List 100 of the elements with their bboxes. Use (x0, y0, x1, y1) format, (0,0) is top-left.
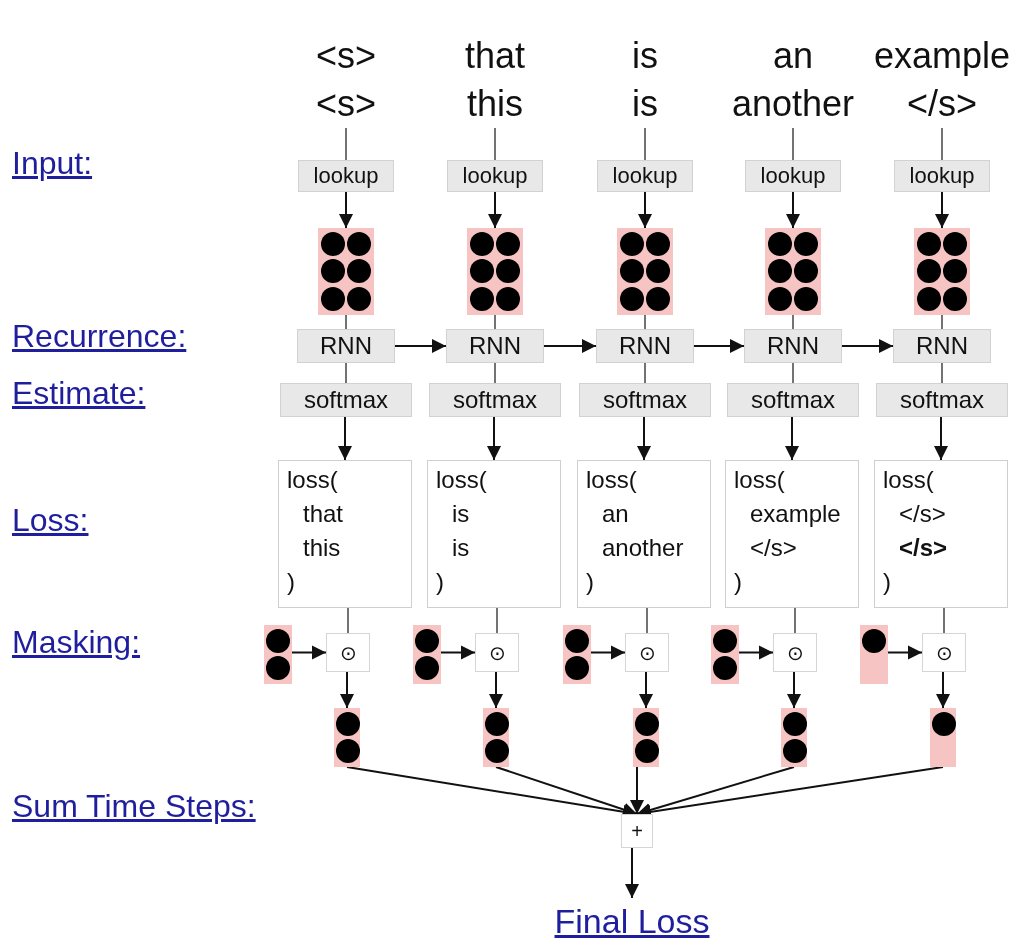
arrow (887, 645, 923, 660)
loss-text: </s> (749, 533, 798, 563)
vector-drawing (930, 708, 956, 767)
connector-line (345, 314, 347, 330)
connector-line (794, 607, 796, 634)
row-label: Loss: (12, 502, 89, 539)
word: <s> (315, 34, 376, 78)
arrow (693, 339, 745, 353)
operator-box: ⊙ (475, 633, 519, 672)
vector-drawing (860, 625, 888, 684)
arrow (630, 766, 644, 815)
result-label: Final Loss (532, 898, 732, 944)
operation-box: lookup (745, 160, 841, 192)
loss-text: an (601, 499, 630, 529)
operator-box: ⊙ (773, 633, 817, 672)
connector-line (347, 607, 349, 634)
connector-line (943, 607, 945, 634)
operation-box: lookup (447, 160, 543, 192)
arrow (488, 191, 502, 229)
operation-box: lookup (894, 160, 990, 192)
arrow (936, 671, 950, 709)
loss-text: that (302, 499, 345, 529)
loss-box (725, 460, 859, 608)
vector-drawing (765, 228, 821, 315)
arrow (440, 645, 476, 660)
arrow (489, 671, 503, 709)
arrow (738, 645, 774, 660)
vector-drawing (633, 708, 659, 767)
arrow (934, 416, 948, 461)
arrow (487, 416, 501, 461)
loss-text: loss( (734, 465, 786, 495)
operator-box: ⊙ (625, 633, 669, 672)
row-label: Estimate: (12, 375, 146, 412)
loss-text: loss( (287, 465, 339, 495)
operator-box: ⊙ (326, 633, 370, 672)
connector-line (496, 607, 498, 634)
word: is (632, 34, 658, 78)
operation-box: RNN (297, 329, 395, 363)
loss-text: is (451, 533, 471, 563)
vector-drawing (711, 625, 739, 684)
word: </s> (906, 82, 978, 126)
arrow (590, 645, 626, 660)
arrow (639, 671, 653, 709)
connector-line (494, 314, 496, 330)
word: an (772, 34, 813, 78)
arrow (786, 191, 800, 229)
operation-box: RNN (446, 329, 544, 363)
arrow (785, 416, 799, 461)
operation-box: softmax (280, 383, 412, 417)
vector-drawing (413, 625, 441, 684)
arrow (638, 191, 652, 229)
operation-box: softmax (579, 383, 711, 417)
vector-drawing (483, 708, 509, 767)
connector-line (792, 127, 794, 161)
connector-line (644, 127, 646, 161)
row-label: Sum Time Steps: (12, 788, 256, 825)
loss-text: loss( (883, 465, 935, 495)
connector-line (792, 362, 794, 384)
operation-box: lookup (597, 160, 693, 192)
loss-text: this (302, 533, 342, 563)
row-label: Input: (12, 145, 93, 182)
arrow (340, 671, 354, 709)
word: that (464, 34, 525, 78)
operator-box: ⊙ (922, 633, 966, 672)
connector-line (646, 607, 648, 634)
operation-box: softmax (429, 383, 561, 417)
loss-text: </s> (898, 499, 947, 529)
loss-box (427, 460, 561, 608)
arrow (339, 191, 353, 229)
arrow (935, 191, 949, 229)
connector-line (941, 362, 943, 384)
loss-text: loss( (436, 465, 488, 495)
connector-line (494, 362, 496, 384)
word: example (873, 34, 1011, 78)
connector-line (941, 127, 943, 161)
vector-drawing (914, 228, 970, 315)
vector-drawing (563, 625, 591, 684)
arrow (625, 847, 639, 899)
vector-drawing (334, 708, 360, 767)
loss-text: ) (436, 567, 445, 597)
arrow (841, 339, 894, 353)
vector-drawing (781, 708, 807, 767)
operation-box: RNN (893, 329, 991, 363)
arrow (637, 416, 651, 461)
loss-text: ) (883, 567, 892, 597)
loss-text: ) (287, 567, 296, 597)
connector-line (345, 127, 347, 161)
operation-box: RNN (596, 329, 694, 363)
loss-text: is (451, 499, 471, 529)
operation-box: lookup (298, 160, 394, 192)
loss-box (278, 460, 412, 608)
connector-line (644, 314, 646, 330)
loss-text: ) (734, 567, 743, 597)
row-label: Masking: (12, 624, 141, 661)
word: another (731, 82, 855, 126)
connector-line (792, 314, 794, 330)
arrow (543, 339, 597, 353)
connector-line (345, 362, 347, 384)
connector-line (941, 314, 943, 330)
loss-text: another (601, 533, 685, 563)
